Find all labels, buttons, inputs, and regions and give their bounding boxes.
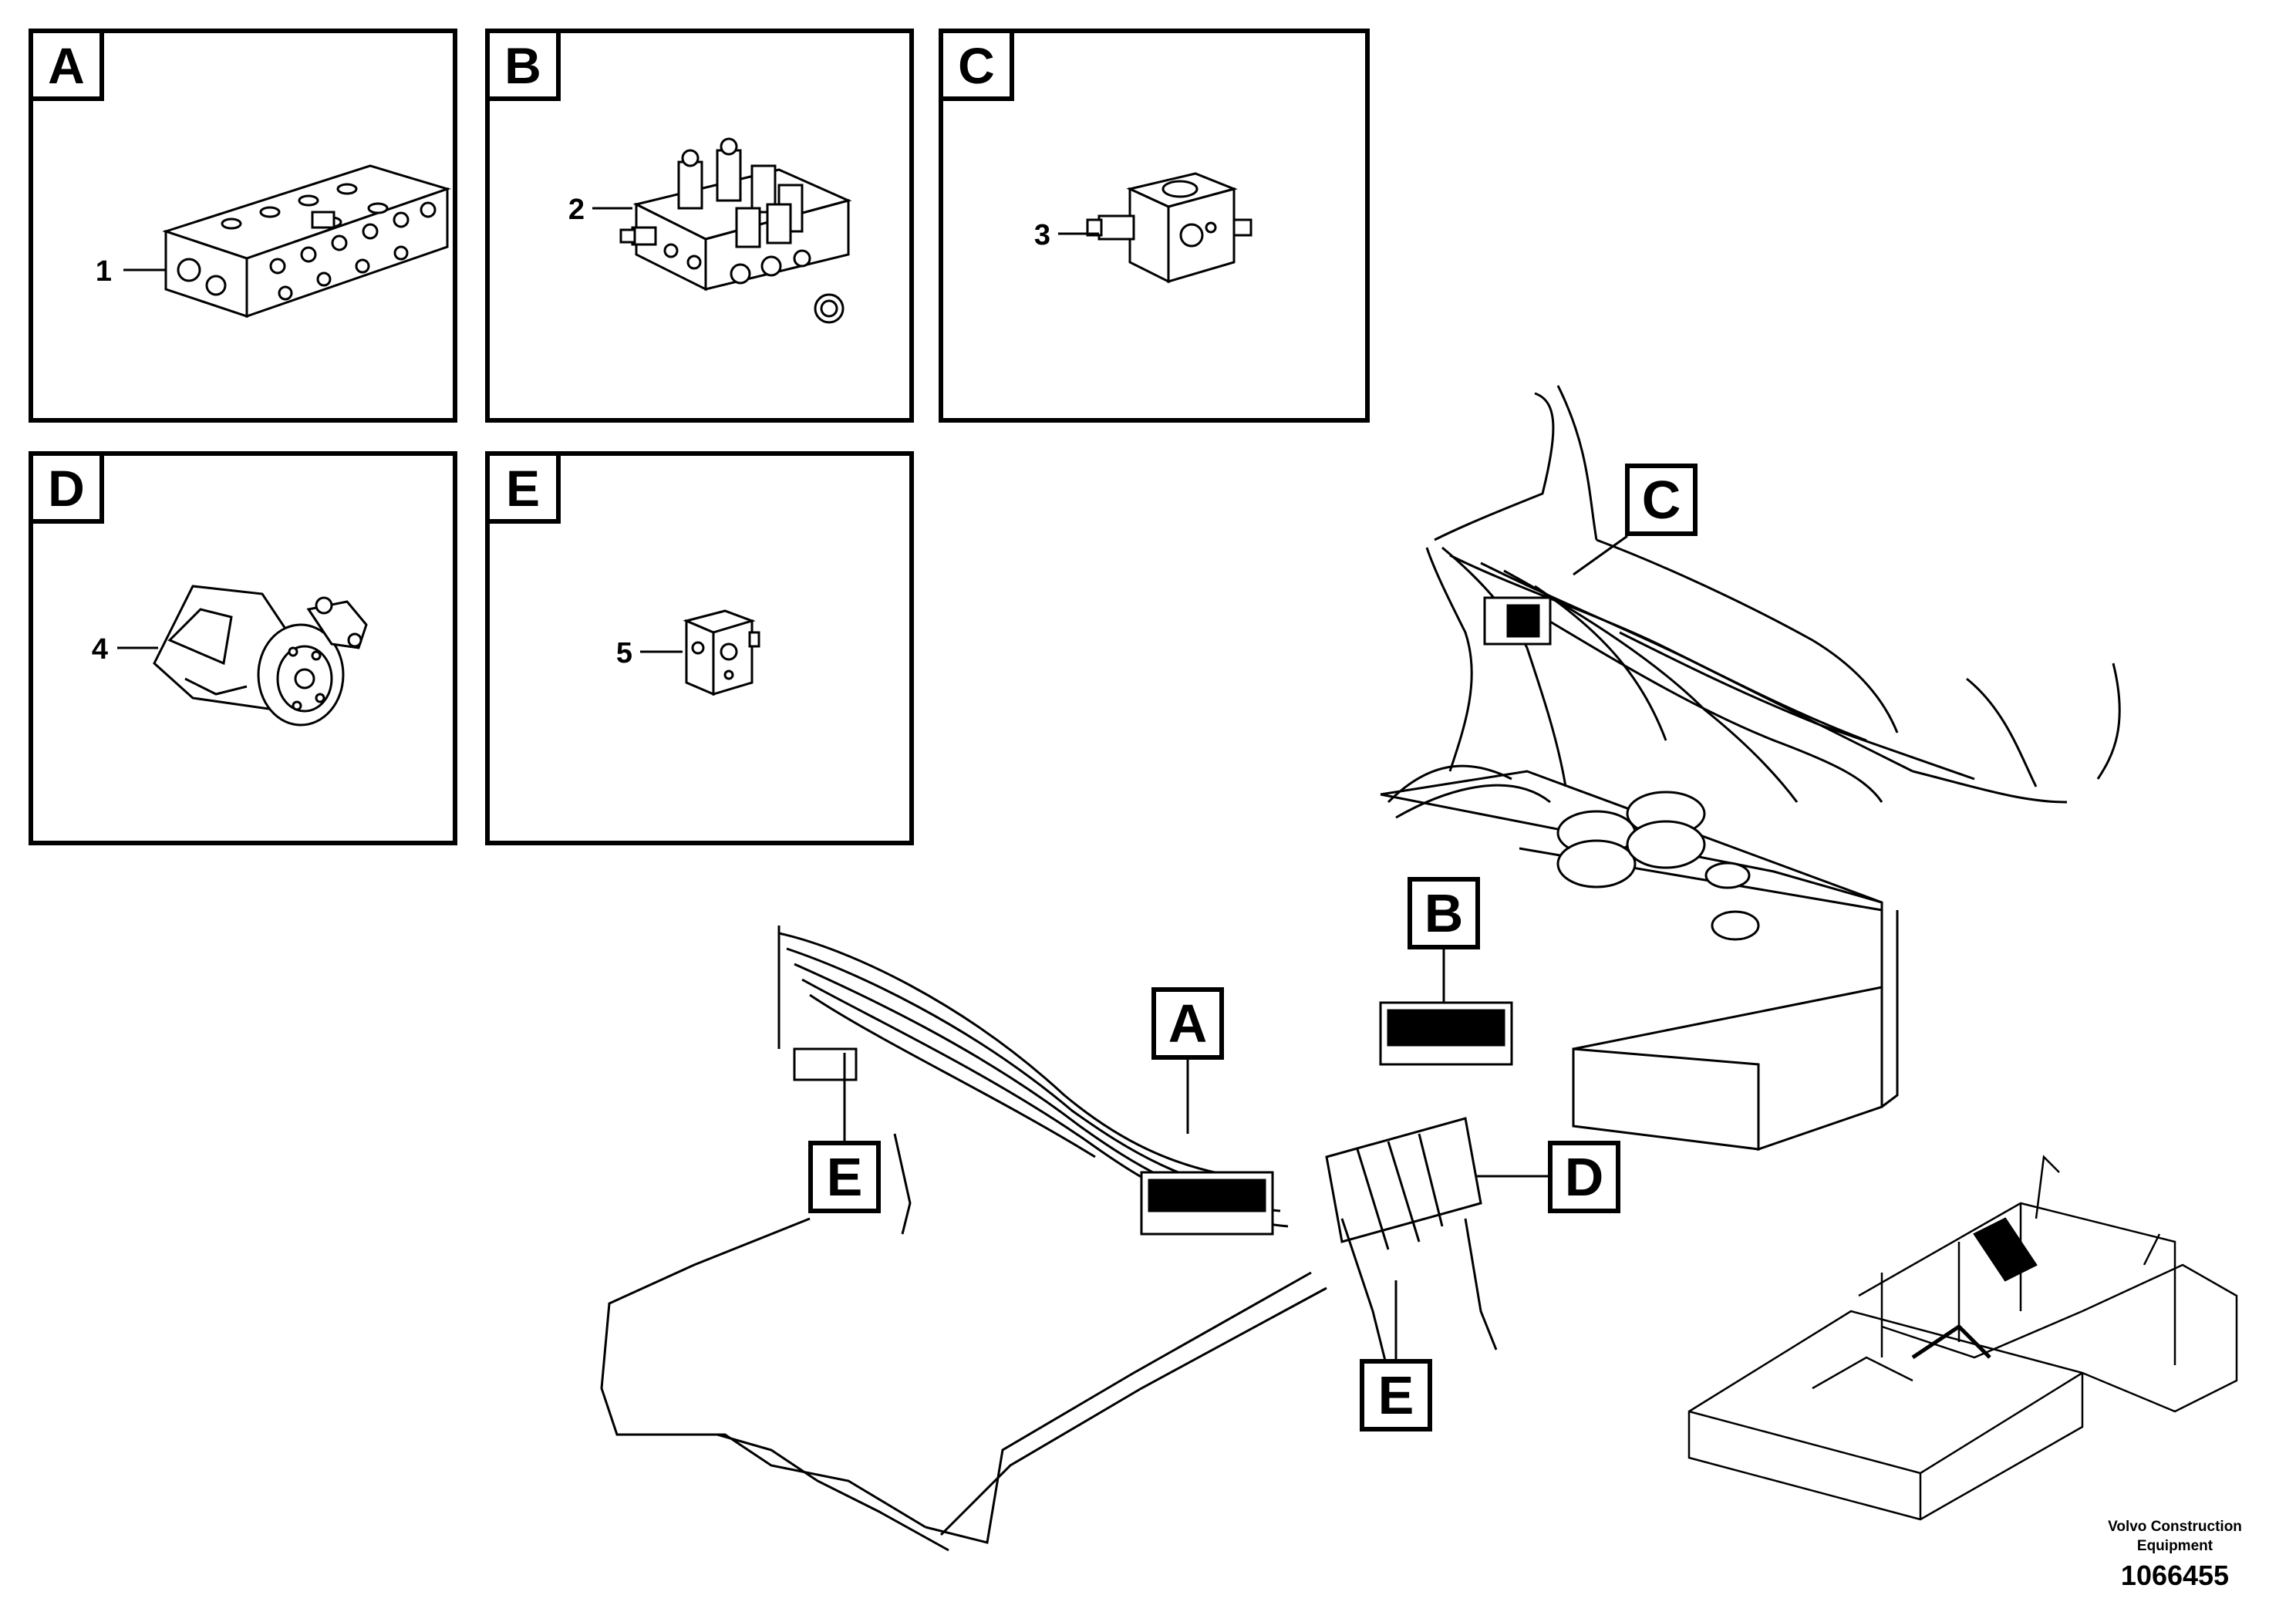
company-name-line1: Volvo Construction xyxy=(2108,1519,2242,1535)
detail-box-e-letter: E xyxy=(506,460,540,517)
callout-e-upper: E xyxy=(808,1053,881,1213)
detail-box-a: A 1 xyxy=(29,29,457,423)
drawing-footer: Volvo Construction Equipment 1066455 xyxy=(2108,1519,2242,1591)
part-number-4: 4 xyxy=(92,633,108,666)
valve-5-drawing xyxy=(683,609,760,696)
detail-box-c-letter: C xyxy=(958,37,995,94)
callout-e-lower: E xyxy=(1360,1280,1432,1431)
callout-a-letter: A xyxy=(1168,993,1208,1054)
callout-d: D xyxy=(1477,1141,1620,1213)
callout-b-letter: B xyxy=(1424,883,1464,943)
drawing-number: 1066455 xyxy=(2121,1560,2229,1591)
callout-e-upper-letter: E xyxy=(827,1147,863,1207)
detail-box-a-letter: A xyxy=(48,37,85,94)
detail-box-d-letter: D xyxy=(48,460,85,517)
part-number-5: 5 xyxy=(616,637,632,669)
callout-e-lower-letter: E xyxy=(1378,1365,1414,1425)
callout-b: B xyxy=(1408,877,1480,1003)
detail-box-e: E 5 xyxy=(485,451,914,845)
callout-c: C xyxy=(1573,464,1698,576)
detail-box-b-letter: B xyxy=(504,37,541,94)
part-number-2: 2 xyxy=(568,194,585,226)
valve-block-1-drawing xyxy=(162,164,451,319)
part-number-1: 1 xyxy=(96,255,112,288)
main-assembly-drawing xyxy=(600,385,2121,1552)
callout-a: A xyxy=(1151,987,1224,1134)
detail-box-d: D 4 xyxy=(29,451,457,845)
machine-overview-thumbnail xyxy=(1687,1155,2238,1521)
detail-box-b: B 2 xyxy=(485,29,914,423)
callout-c-letter: C xyxy=(1642,470,1681,530)
valve-block-2-drawing xyxy=(619,137,852,324)
callout-d-letter: D xyxy=(1565,1147,1604,1207)
pump-4-drawing xyxy=(153,585,368,727)
valve-3-drawing xyxy=(1086,172,1253,284)
detail-box-c: C 3 xyxy=(939,29,1370,423)
company-name-line2: Equipment xyxy=(2137,1538,2213,1554)
part-number-3: 3 xyxy=(1034,219,1050,251)
